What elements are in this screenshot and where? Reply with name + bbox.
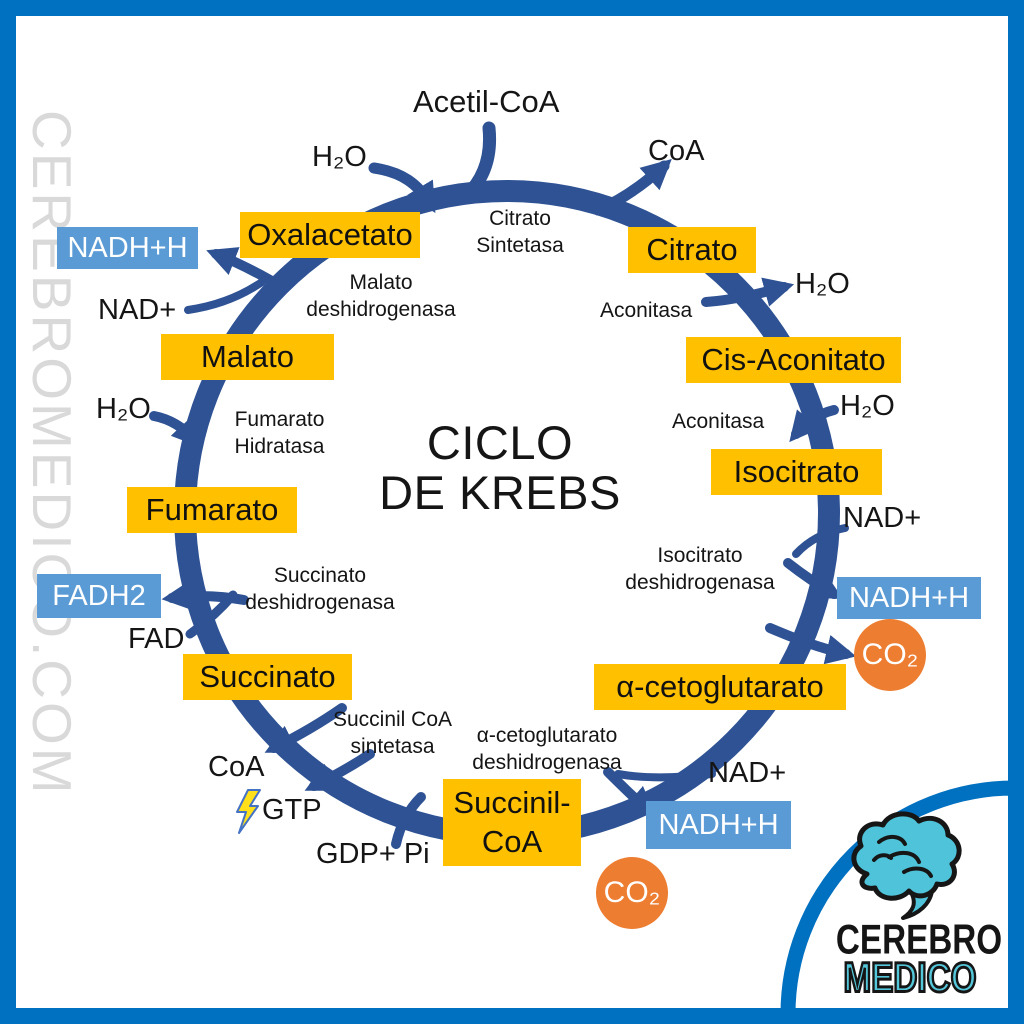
box-nadh-top-left: NADH+H: [57, 227, 198, 269]
logo-cerebro-text: CEREBRO: [835, 917, 1003, 964]
box-nadh-right: NADH+H: [837, 577, 981, 619]
co2-circle-bottom: CO₂: [596, 857, 668, 929]
label-h2o-top: H₂O: [312, 141, 367, 173]
label-gtp: GTP: [262, 794, 322, 826]
arrow-gtp-out: [304, 749, 375, 791]
label-coa-bottom: CoA: [208, 751, 265, 783]
arrow-nadh-bottom-out: [603, 767, 656, 817]
arrow-nadh-right-out: [783, 558, 844, 600]
box-nadh-bottom: NADH+H: [646, 801, 791, 849]
arrow-h2o-left-in: [149, 411, 203, 448]
arrow-nad-left-in: [184, 278, 266, 314]
page-title: CICLO DE KREBS: [379, 416, 621, 520]
label-h2o-right-in: H₂O: [840, 390, 895, 422]
enzyme-aconitasa-1: Aconitasa: [600, 299, 693, 322]
enzyme-succinil-coa-sintetasa: Succinil CoA sintetasa: [332, 708, 453, 759]
label-gdp-pi: GDP+ Pi: [316, 838, 430, 870]
box-citrato: Citrato: [628, 227, 756, 273]
box-oxalacetato: Oxalacetato: [240, 212, 420, 258]
label-acetil-coa: Acetil-CoA: [413, 84, 560, 119]
enzyme-succinato-deshidrogenasa: Succinato deshidrogenasa: [245, 564, 395, 615]
arrow-nad-right-in: [792, 524, 849, 558]
arrow-coa-bottom-out: [264, 703, 347, 753]
box-malato: Malato: [161, 334, 334, 380]
box-succinil-coa: Succinil- CoA: [443, 779, 581, 866]
label-nad-left: NAD+: [98, 294, 177, 326]
label-nad-right: NAD+: [843, 502, 922, 534]
arrow-h2o-top-in: [368, 162, 436, 214]
logo-medico-text: MEDICO: [842, 954, 977, 1003]
brain-icon: [851, 811, 962, 920]
arrow-gdp-in: [391, 792, 426, 849]
arrow-nadh-left-out: [206, 247, 275, 285]
arrow-fadh2-out: [161, 580, 249, 611]
box-isocitrato: Isocitrato: [711, 449, 882, 495]
co2-circle-right: CO₂: [854, 619, 926, 691]
box-succinato: Succinato: [183, 654, 352, 700]
lightning-icon: [236, 789, 261, 834]
arrow-h2o-right-in: [789, 405, 839, 443]
box-fadh2: FADH2: [37, 574, 161, 618]
label-nad-bottom: NAD+: [708, 757, 787, 789]
arrow-coa-top-out: [592, 158, 672, 216]
box-alfa-cetoglutarato: α-cetoglutarato: [594, 664, 846, 710]
arrow-h2o-right-out: [701, 277, 795, 307]
enzyme-citrato-sintetasa: Citrato Sintetasa: [476, 207, 564, 258]
label-coa-top: CoA: [648, 135, 705, 167]
enzyme-fumarato-hidratasa: Fumarato Hidratasa: [234, 408, 325, 459]
label-h2o-right-out: H₂O: [795, 268, 850, 300]
arrow-acetil-coa-in: [459, 121, 497, 203]
arrow-co2-right-out: [765, 623, 857, 665]
enzyme-malato-deshidrogenasa: Malato deshidrogenasa: [306, 271, 456, 322]
enzyme-aconitasa-2: Aconitasa: [672, 410, 765, 433]
enzyme-isocitrato-deshidrogenasa: Isocitrato deshidrogenasa: [625, 544, 775, 595]
arrow-nad-bottom-in: [614, 770, 716, 782]
label-fad: FAD: [128, 623, 185, 655]
label-h2o-left: H₂O: [96, 393, 151, 425]
box-cis-aconitato: Cis-Aconitato: [686, 337, 901, 383]
enzyme-alfa-cetoglutarato-deshidrogenasa: α-cetoglutarato deshidrogenasa: [472, 724, 622, 775]
box-fumarato: Fumarato: [127, 487, 297, 533]
